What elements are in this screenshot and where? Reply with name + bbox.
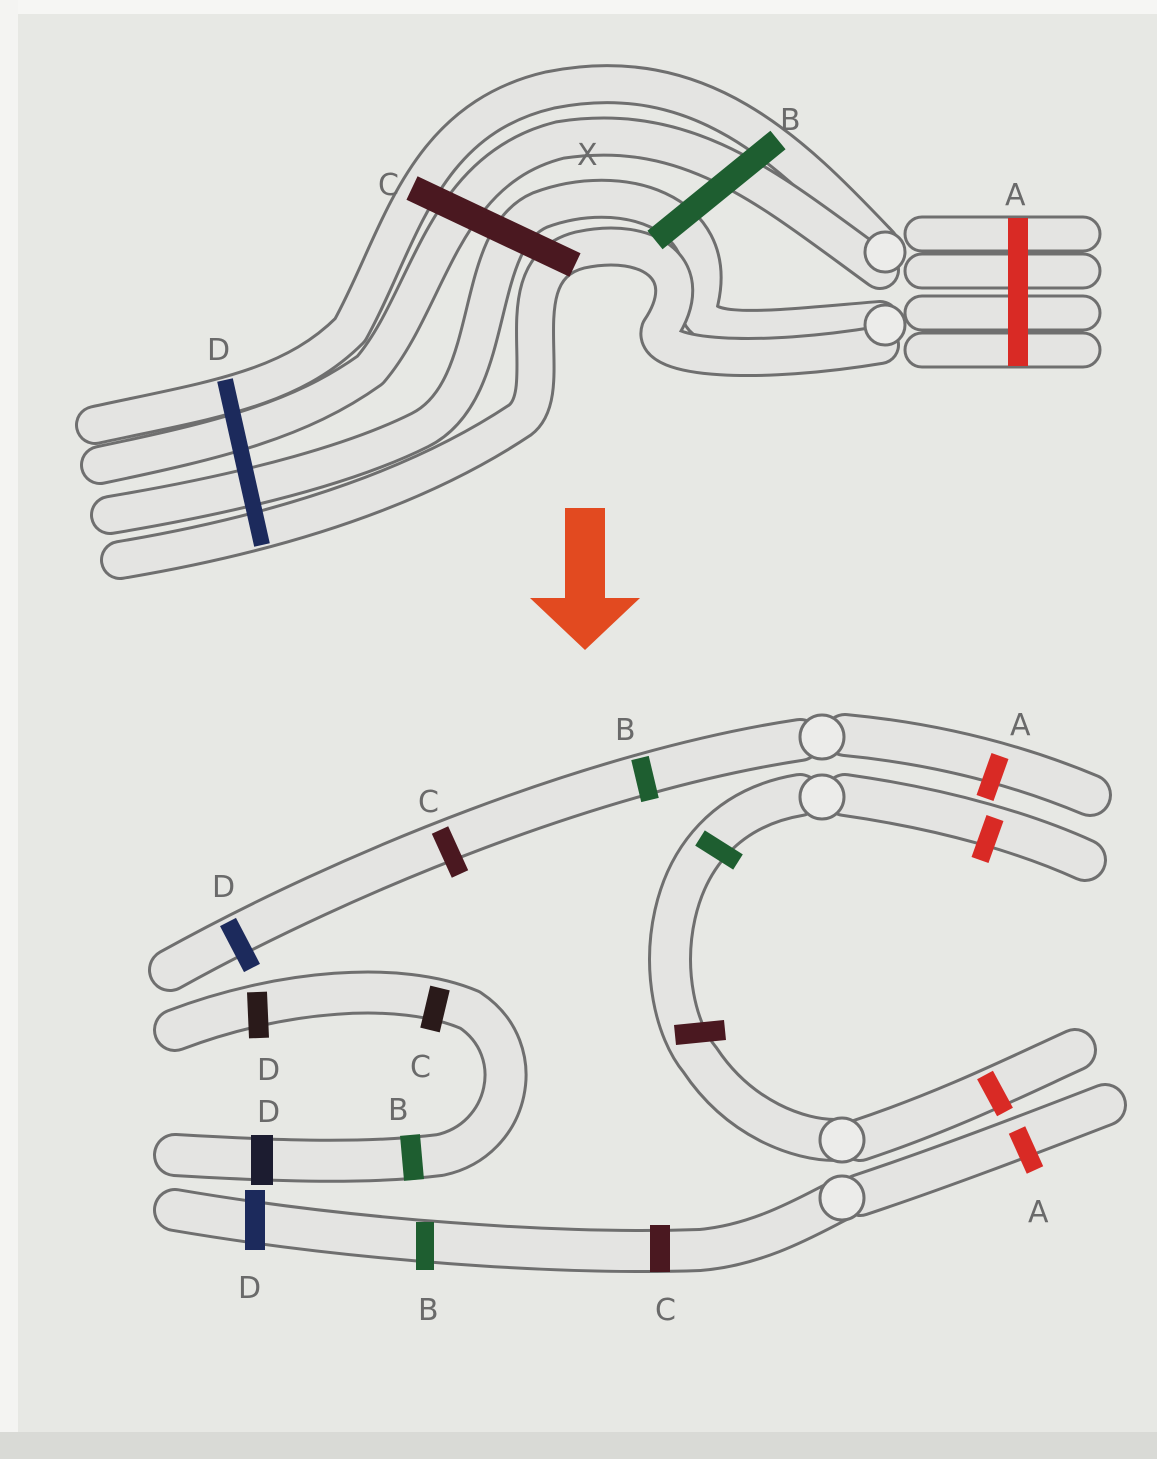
centromere-bottom-1 — [800, 715, 844, 759]
bottom-label-B1: B — [615, 713, 636, 748]
centromere-bottom-2 — [800, 775, 844, 819]
gene-band-B-b1 — [640, 758, 650, 800]
bottom-label-B3: B — [418, 1293, 439, 1328]
bottom-label-D2: D — [257, 1053, 280, 1088]
inversion-loop-paired-chromosomes: C B A D X — [95, 84, 1100, 560]
bottom-label-B2: B — [388, 1093, 409, 1128]
bottom-label-D4: D — [238, 1271, 261, 1306]
bottom-label-C1: C — [418, 785, 439, 820]
crossover-mark: X — [577, 138, 598, 173]
gene-band-B-b3 — [410, 1135, 414, 1180]
centromere-bottom-4 — [820, 1176, 864, 1220]
gene-band-D-b2 — [257, 992, 259, 1038]
recombinant-chromatids — [170, 715, 1105, 1251]
gene-band-C-b3 — [430, 988, 440, 1030]
centromere-top-upper — [865, 232, 905, 272]
bottom-label-C3: C — [655, 1293, 676, 1328]
top-label-C: C — [378, 168, 399, 203]
bottom-label-D1: D — [212, 870, 235, 905]
bottom-label-A2: A — [1028, 1195, 1049, 1230]
bottom-label-C2: C — [410, 1050, 431, 1085]
down-arrow — [530, 508, 640, 650]
centromere-bottom-3 — [820, 1118, 864, 1162]
centromere-top-lower — [865, 305, 905, 345]
top-label-A: A — [1005, 178, 1026, 213]
gene-band-C-b2 — [675, 1030, 725, 1035]
bottom-label-D3: D — [257, 1095, 280, 1130]
top-label-B: B — [780, 103, 801, 138]
top-label-D: D — [207, 333, 230, 368]
bottom-label-A1: A — [1010, 708, 1031, 743]
right-arms-top — [905, 217, 1100, 367]
